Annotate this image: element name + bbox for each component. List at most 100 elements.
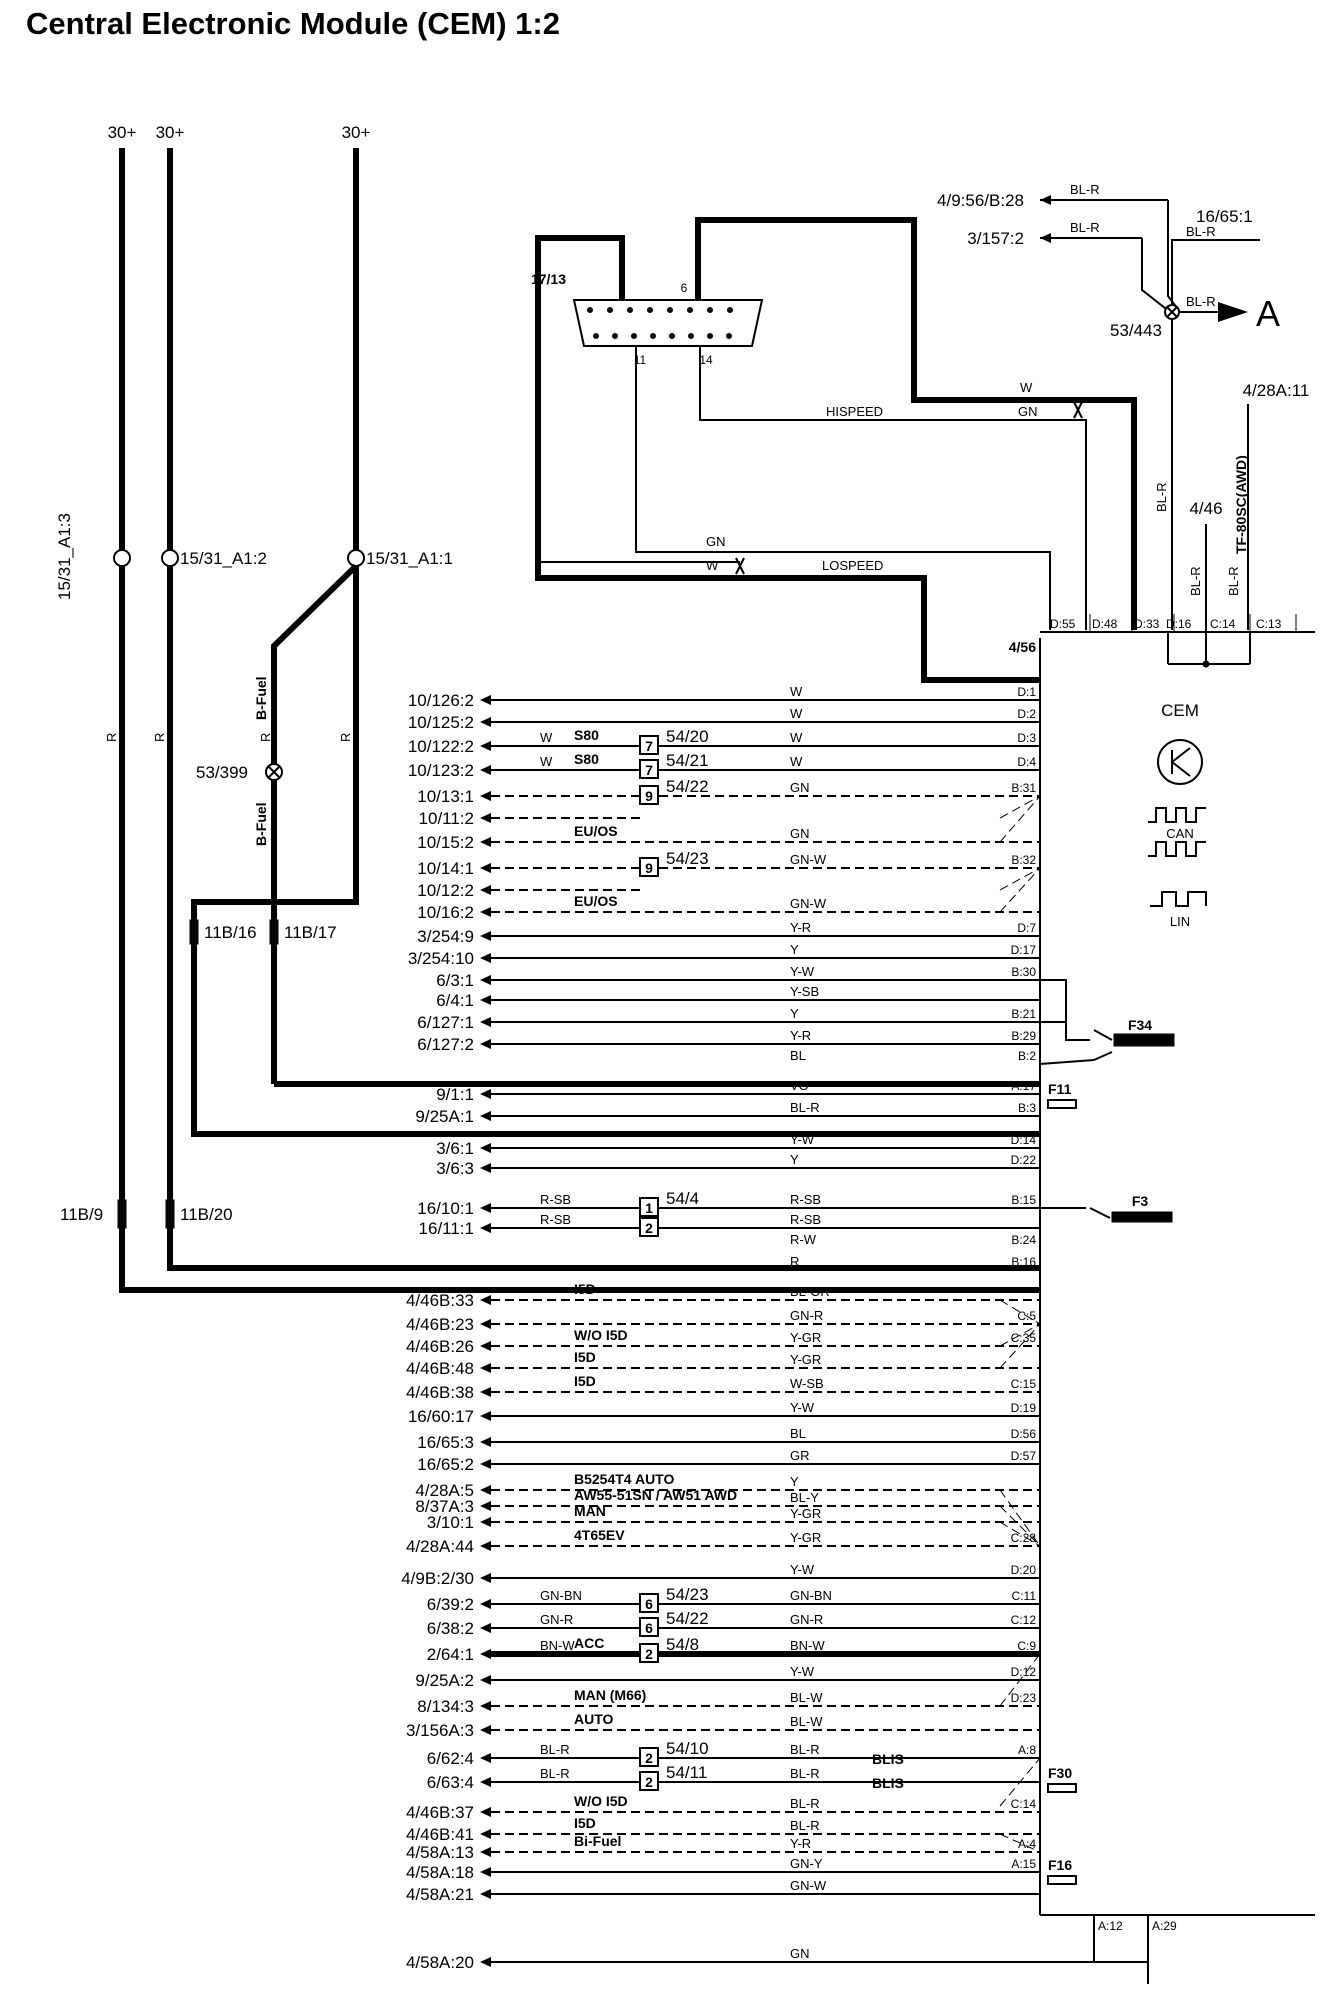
wire-11b16-route [191,566,1040,1137]
variant-note: AUTO [574,1711,614,1727]
merge-line [999,1489,1041,1547]
ref-label: 10/126:2 [408,691,474,710]
ref-label: 10/12:2 [417,881,474,900]
merge-line [999,1505,1041,1547]
wire-color-label: Y-R [790,1836,811,1851]
wire-color-label: Y-GR [790,1330,821,1345]
dlc-pin [587,307,593,313]
wire-color-label: Y [790,1474,799,1489]
ref-label: 9/25A:1 [415,1107,474,1126]
pin-label: C:14 [1210,617,1236,631]
splice-label: 53/443 [1110,321,1162,340]
wire-color-label: GN-BN [540,1588,582,1603]
variant-note: ACC [574,1635,604,1651]
splice-box-number: 6 [645,1620,653,1636]
wire-color-label: BL-R [1226,566,1241,596]
supply-label-30: 30+ [108,123,137,142]
diagram-title: Central Electronic Module (CEM) 1:2 [26,6,560,41]
pin-label: C:12 [1011,1613,1037,1627]
wire-color-label: Y-W [790,1400,815,1415]
wire-color-label: BL-R [790,1100,820,1115]
dlc-pin [727,307,733,313]
wire-junction [1202,660,1210,668]
hispeed-label: HISPEED [826,404,883,419]
switch-blade [1089,1207,1111,1219]
splice-box [639,785,659,805]
arrow-head [480,837,491,847]
splice-box-number: 2 [645,1220,653,1236]
pin-label: D:48 [1092,617,1118,631]
arrow-head [480,1889,491,1899]
pin-label: A:12 [1098,1919,1123,1933]
twist-line [1073,401,1083,419]
arrow-head [480,1753,491,1763]
wire-color-label: W [790,706,803,721]
arrow-head [480,1599,491,1609]
wire-color-label: BL [790,1426,806,1441]
splice-ref-label: 54/22 [666,777,709,796]
pin-label: A:29 [1152,1919,1177,1933]
arrow-head [480,1501,491,1511]
wire-color-label: BN-W [540,1638,575,1653]
splice-mark [267,765,281,779]
ref-label: 6/62:4 [427,1749,474,1768]
connector-11b17 [269,919,279,945]
wire-color-label: Y [790,1006,799,1021]
wire-color-label: BN-W [790,1638,825,1653]
merge-line [999,867,1041,891]
ref-label: 4/46 [1189,499,1222,518]
wire-color-label: Y-SB [790,984,819,999]
splice-box [639,1771,659,1791]
splice-box-number: 7 [645,762,653,778]
ref-label: 3/254:9 [417,927,474,946]
arrow-head [1040,195,1051,205]
ref-label: 8/134:3 [417,1697,474,1716]
fuse-f30-body [1047,1783,1077,1793]
wire-color-label: BL-W [790,1690,823,1705]
switch-blade [1093,1029,1113,1041]
connector-label: 11B/20 [180,1205,233,1224]
ref-label: 4/58A:20 [406,1953,474,1972]
pin-label: D:4 [1017,755,1036,769]
connector-label: 11B/16 [204,923,257,942]
arrow-head [480,1387,491,1397]
arrow-head [480,1111,491,1121]
wire-color-label: BL-Y [790,1490,819,1505]
wire-color-label: W [790,754,803,769]
arrow-head [480,1459,491,1469]
wire-color-label: R-SB [790,1192,821,1207]
pin-label: B:15 [1011,1193,1036,1207]
splice-ref-label: 54/22 [666,1609,709,1628]
arrow-head [480,953,491,963]
ref-label: 4/46B:37 [406,1803,474,1822]
wire-color-label: R [258,733,273,742]
wire-color-label: BL-R [790,1742,820,1757]
arrow-head [480,1701,491,1711]
variant-note: I5D [574,1815,596,1831]
wire-color-label: GN [1018,404,1038,419]
arrow-head [480,1017,491,1027]
ref-label: 16/10:1 [417,1199,474,1218]
wire-color-label: Y-W [790,1664,815,1679]
arrow-head [480,863,491,873]
ref-label: 4/9:56/B:28 [937,191,1024,210]
ref-label: 9/25A:2 [415,1671,474,1690]
variant-note: W/O I5D [574,1327,628,1343]
connector-label: 11B/17 [284,923,337,942]
transistor-emitter [1171,761,1191,777]
splice-box [639,1617,659,1637]
pin-label: C:13 [1256,617,1282,631]
ref-label: 16/11:1 [419,1219,474,1238]
pin-label: D:17 [1011,943,1037,957]
merge-line [999,1833,1041,1853]
switch-blade [1093,1051,1113,1061]
arrow-head [480,1623,491,1633]
wire-color-label: W-SB [790,1376,824,1391]
wire-color-label: BL-OR [790,1284,830,1299]
arrow-head [480,1203,491,1213]
arrow-head [480,765,491,775]
pin-label: D:2 [1017,707,1036,721]
wire-color-label: GN-R [540,1612,573,1627]
wire-color-label: GN-W [790,896,827,911]
